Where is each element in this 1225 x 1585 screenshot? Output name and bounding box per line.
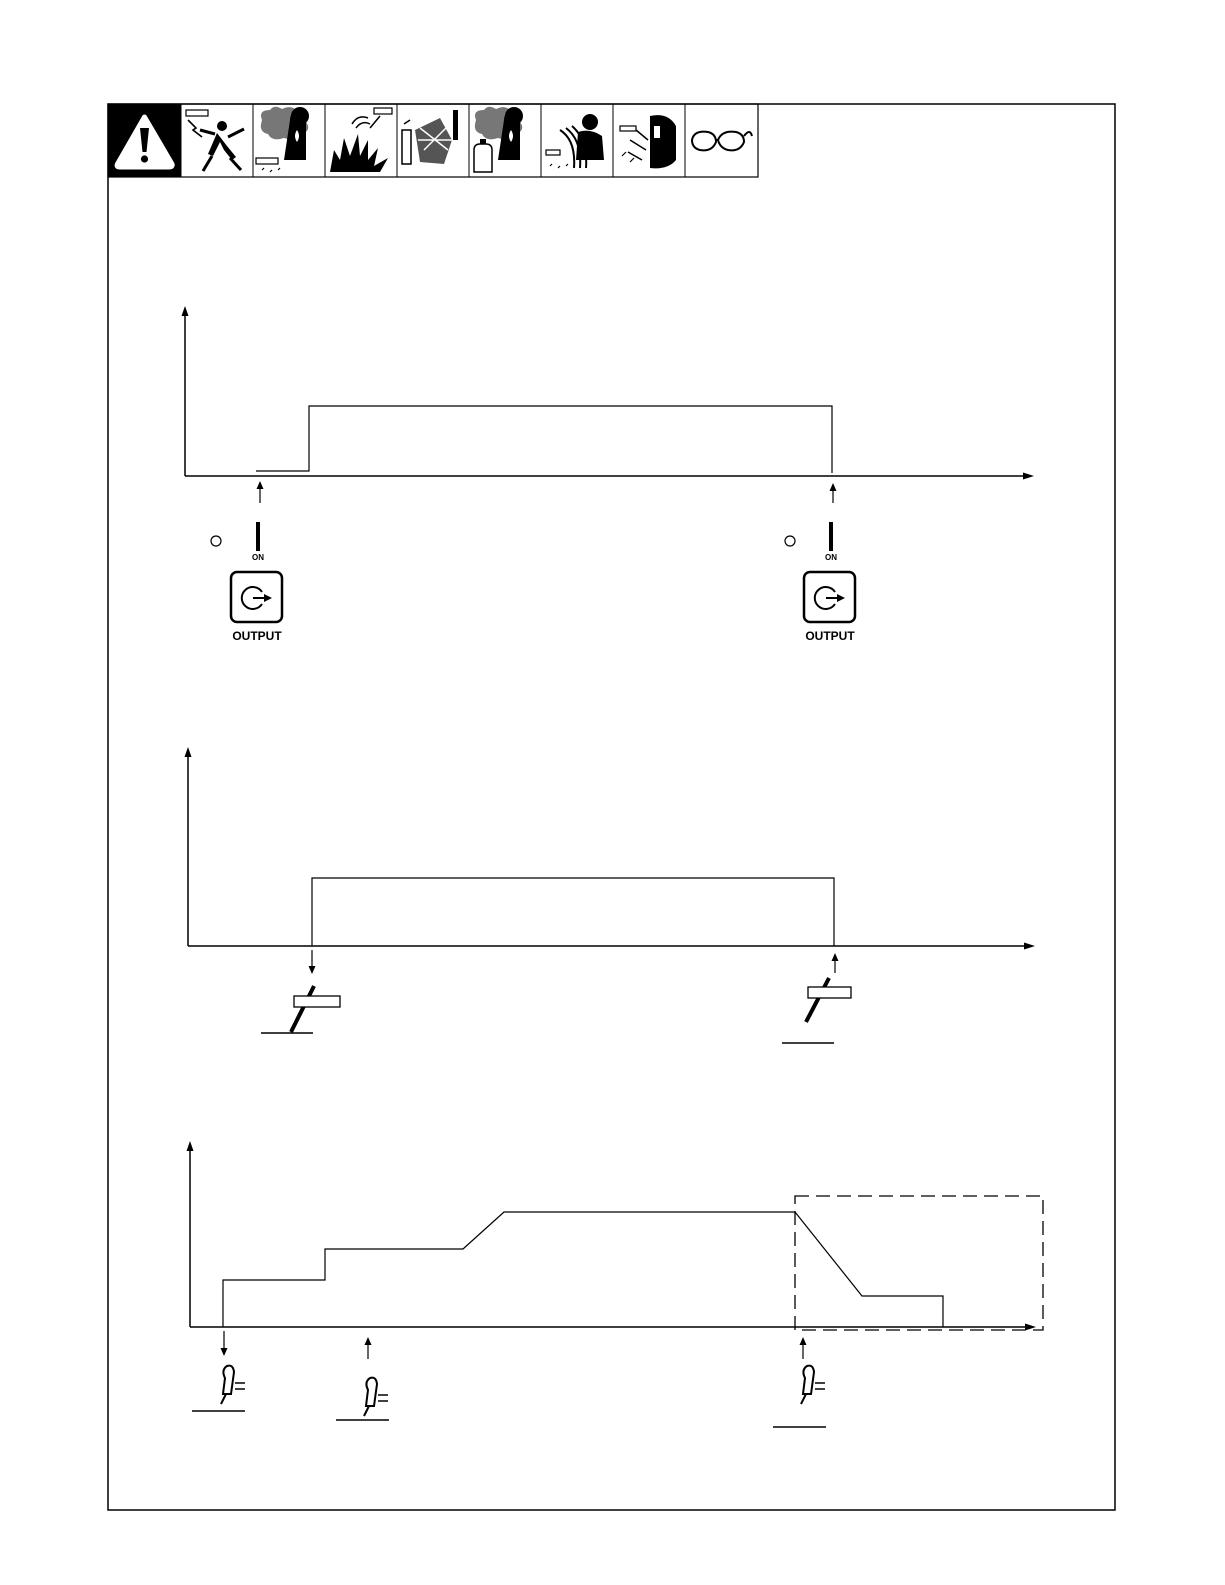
diagram-1-x-axis-arrowhead bbox=[1023, 473, 1034, 480]
diagram-2-y-axis-arrowhead bbox=[185, 747, 192, 757]
diagram-2-x-axis-arrowhead bbox=[1024, 943, 1035, 950]
explosion-icon bbox=[330, 108, 392, 172]
magnetic-field-icon bbox=[546, 114, 604, 168]
diagram-3 bbox=[187, 1141, 1044, 1427]
off-position-circle bbox=[211, 536, 221, 546]
page-border bbox=[108, 104, 1115, 1510]
output-power-icon bbox=[804, 572, 855, 622]
output-button-label: OUTPUT bbox=[805, 629, 855, 643]
diagram-1: ON OUTPUT ON OUTPUT bbox=[182, 306, 1035, 643]
diagram-3-stop-arrow bbox=[800, 1337, 807, 1359]
diagram-1-right-marker-arrow bbox=[830, 483, 837, 503]
diagram-3-trigger-arrow bbox=[365, 1337, 372, 1359]
torch-stop-icon bbox=[773, 1366, 826, 1427]
diagram-3-signal bbox=[223, 1212, 943, 1327]
diagram-2-left-marker-arrow bbox=[309, 950, 316, 974]
output-switch-left[interactable]: ON OUTPUT bbox=[211, 522, 282, 643]
diagram-2-signal bbox=[312, 878, 834, 946]
electric-shock-icon bbox=[186, 110, 244, 171]
safety-glasses-icon bbox=[692, 132, 752, 151]
diagram-2-right-marker-arrow bbox=[832, 953, 839, 973]
output-button-label: OUTPUT bbox=[232, 629, 282, 643]
diagram-1-left-marker-arrow bbox=[257, 481, 264, 503]
arc-rays-helmet-icon bbox=[620, 115, 676, 168]
diagram-3-start-arrow bbox=[221, 1331, 228, 1356]
cylinder-fumes-icon bbox=[474, 107, 523, 172]
diagram-2 bbox=[185, 747, 1036, 1043]
output-power-icon bbox=[231, 572, 282, 622]
torch-trigger-icon bbox=[336, 1378, 389, 1420]
electrode-touch-icon bbox=[261, 986, 340, 1033]
diagram-1-signal bbox=[256, 406, 832, 473]
diagram-3-y-axis-arrowhead bbox=[187, 1141, 194, 1151]
warning-triangle-icon bbox=[108, 104, 181, 177]
diagram-3-dashed-region bbox=[795, 1196, 1043, 1330]
torch-start-icon bbox=[192, 1366, 245, 1411]
switch-on-label: ON bbox=[252, 553, 264, 562]
cylinder-explosion-icon bbox=[402, 110, 458, 164]
output-switch-right[interactable]: ON OUTPUT bbox=[785, 522, 855, 643]
switch-on-label: ON bbox=[825, 553, 837, 562]
switch-bar bbox=[256, 522, 260, 551]
off-position-circle bbox=[785, 536, 795, 546]
warning-banner bbox=[108, 104, 758, 177]
fumes-and-gases-icon bbox=[256, 107, 309, 172]
electrode-lift-icon bbox=[782, 978, 851, 1043]
switch-bar bbox=[829, 522, 833, 551]
diagram-1-y-axis-arrowhead bbox=[182, 306, 189, 316]
